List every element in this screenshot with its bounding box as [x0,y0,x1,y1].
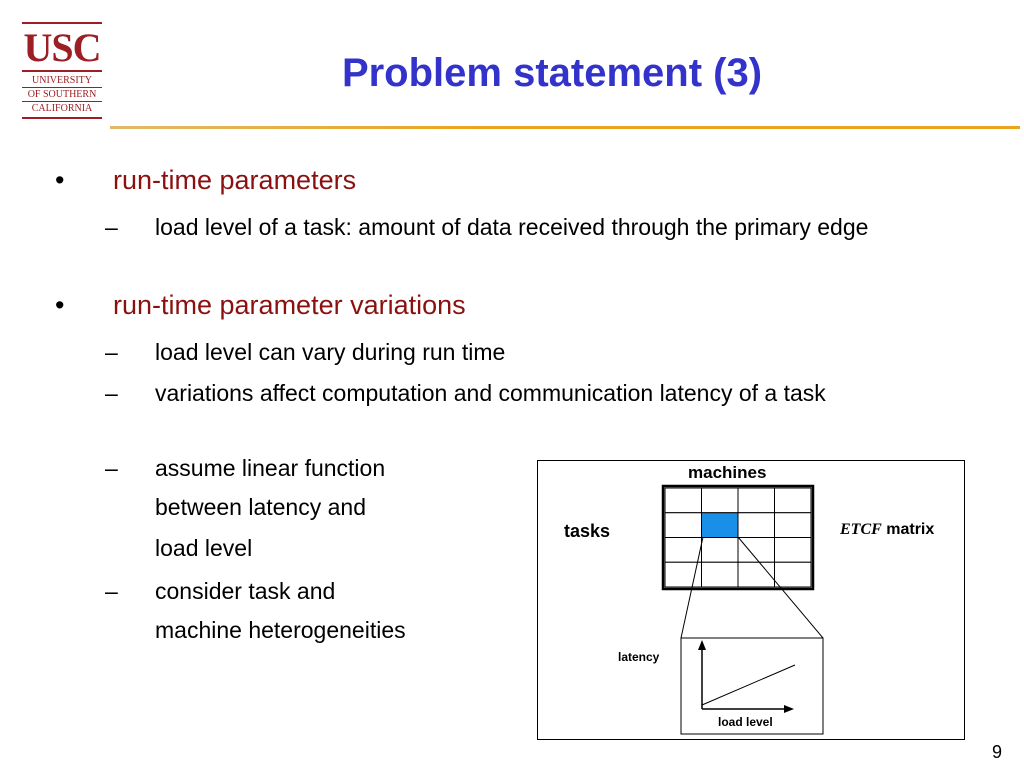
matrix-cell [737,512,775,538]
sub-bullet-text: assume linear function [155,455,386,481]
diagram-graphics [661,484,824,735]
etcf-matrix-diagram: machines tasks ETCF matrix latency load … [537,460,965,740]
sub-bullet-text: load level of a task: amount of data rec… [155,214,869,240]
matrix-cell [737,487,775,514]
zoom-line-right [737,536,824,639]
sub-bullet-continuation: load level [155,535,253,561]
dash-marker: – [105,214,118,240]
dash-marker: – [105,455,118,481]
title-divider [110,126,1020,129]
sub-bullet-continuation: machine heterogeneities [155,617,406,643]
usc-logo: USC UNIVERSITY OF SOUTHERN CALIFORNIA [22,22,102,126]
dash-marker: – [105,380,118,406]
matrix-cell [774,512,812,538]
slide-title: Problem statement (3) [341,51,763,95]
zoom-line-left [680,536,704,639]
sub-bullet-text: load level can vary during run time [155,339,506,365]
matrix-cell [701,561,739,588]
sub-bullet-continuation: between latency and [155,494,366,520]
matrix-cell [701,537,739,563]
matrix-cell [701,487,739,514]
sub-bullet-text: consider task and [155,578,336,604]
highlighted-cell [701,512,739,538]
matrix-word: matrix [881,521,935,538]
matrix-cell [774,561,812,588]
plot-box [680,637,824,735]
matrix-cell [774,537,812,563]
matrix-cell [664,537,702,563]
bullet-text: run-time parameter variations [113,290,466,320]
etcf-matrix-label: ETCF matrix [840,521,934,539]
bullet-text: run-time parameters [113,165,357,195]
dash-marker: – [105,339,118,365]
dash-marker: – [105,578,118,604]
logo-line-3: CALIFORNIA [31,103,93,114]
machines-label: machines [688,463,767,482]
y-axis-arrow [698,640,706,650]
logo-subtitle: UNIVERSITY OF SOUTHERN CALIFORNIA [22,70,102,119]
matrix-cell [664,487,702,514]
etcf-italic: ETCF [840,521,882,538]
latency-label: latency [618,650,660,664]
logo-line-1: UNIVERSITY [22,74,102,88]
bullet-marker: • [55,290,65,320]
matrix-cell [774,487,812,514]
page-number: 9 [991,742,1002,762]
linear-latency-line [701,664,796,706]
logo-mark: USC [22,22,102,68]
logo-line-2: OF SOUTHERN [22,88,102,102]
load-level-label: load level [718,715,773,729]
matrix-cell [737,561,775,588]
matrix-outline [661,484,815,591]
tasks-label: tasks [564,521,611,541]
sub-bullet-text: variations affect computation and commun… [155,380,826,406]
bullet-marker: • [55,165,65,195]
matrix-grid [664,487,812,588]
matrix-cell [664,561,702,588]
x-axis-arrow [784,705,794,713]
matrix-cell [664,512,702,538]
